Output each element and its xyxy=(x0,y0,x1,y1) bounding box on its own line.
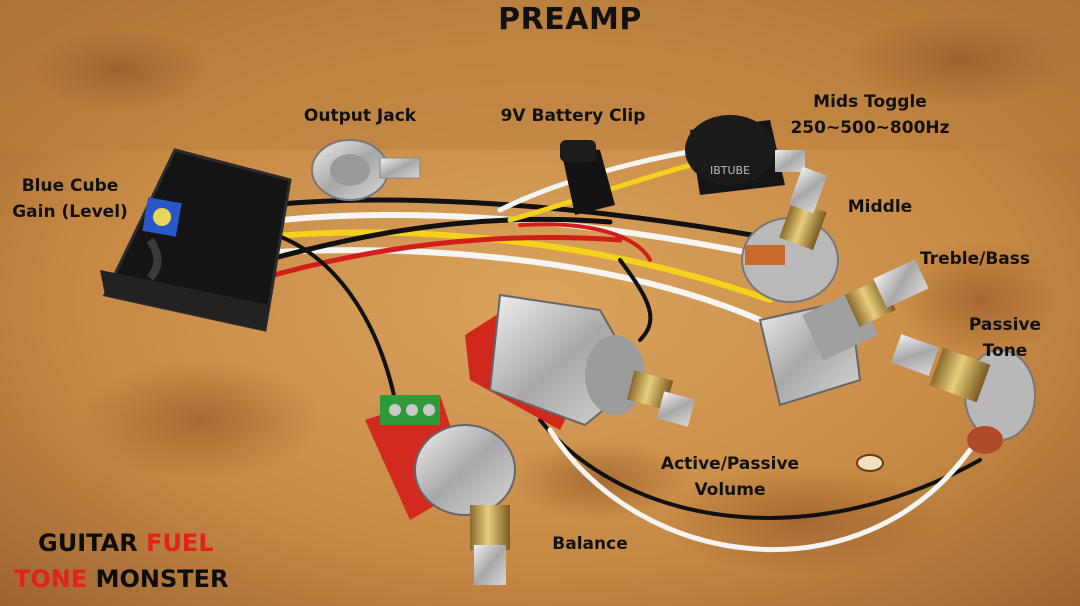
passive-tone-pot xyxy=(891,334,1036,454)
wiring xyxy=(207,147,982,553)
page-title: PREAMP xyxy=(498,2,642,37)
label-mids-toggle: Mids Toggle xyxy=(813,92,927,112)
label-blue-cube: Blue Cube xyxy=(21,176,119,196)
label-active-passive: Active/Passive xyxy=(660,454,800,474)
label-output-jack: Output Jack xyxy=(303,106,417,126)
label-treble-bass: Treble/Bass xyxy=(919,249,1031,269)
middle-potentiometer xyxy=(741,166,839,303)
mids-toggle-switch: IBTUBE xyxy=(685,115,805,195)
label-balance: Balance xyxy=(552,534,628,554)
balance-pot xyxy=(365,395,516,585)
label-battery-clip: 9V Battery Clip xyxy=(500,106,646,126)
toggle-brand-text: IBTUBE xyxy=(710,164,750,177)
brand-tone: TONE xyxy=(14,565,88,593)
label-mids-toggle-freqs: 250~500~800Hz xyxy=(790,118,950,138)
label-middle: Middle xyxy=(847,197,913,217)
brand-guitar: GUITAR xyxy=(38,529,138,557)
label-passive-tone: Passive xyxy=(968,315,1042,335)
brand-line-1: GUITAR FUEL xyxy=(38,528,214,558)
brand-monster: MONSTER xyxy=(95,565,229,593)
wood-grain xyxy=(30,15,1070,575)
label-active-passive-volume: Volume xyxy=(694,480,766,500)
battery-clip xyxy=(560,140,615,215)
label-passive-tone-2: Tone xyxy=(982,341,1028,361)
blue-cube-gain-module xyxy=(100,148,292,332)
output-jack xyxy=(311,139,421,201)
treble-bass-stacked-pot xyxy=(758,259,929,407)
active-passive-volume-pot xyxy=(465,293,696,430)
label-blue-cube-gain: Gain (Level) xyxy=(12,202,128,222)
brand-line-2: TONE MONSTER xyxy=(14,564,229,594)
brand-fuel: FUEL xyxy=(146,529,214,557)
